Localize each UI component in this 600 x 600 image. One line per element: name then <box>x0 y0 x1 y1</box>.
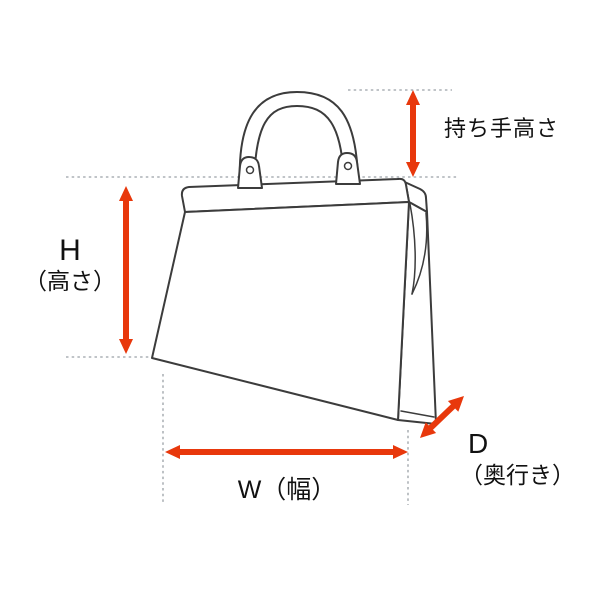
side-gusset-fold-front <box>409 203 416 295</box>
height-name-label: （高さ） <box>24 268 116 294</box>
depth-name-label: （奥行き） <box>460 462 575 488</box>
side-gusset-fold-back <box>411 212 428 295</box>
arrow-width-head-left <box>165 445 180 459</box>
base-seam <box>400 410 435 418</box>
arrow-handle-height-head-bottom <box>406 162 420 177</box>
handbag-drawing <box>151 91 437 425</box>
arrow-depth-head-upper <box>447 396 464 412</box>
arrow-width <box>165 445 408 459</box>
handle-height-label: 持ち手高さ <box>444 116 560 141</box>
arrow-height-head-top <box>119 186 133 201</box>
arrow-handle-height <box>406 90 420 177</box>
height-symbol-label: H <box>59 234 81 267</box>
handle-rivet-left <box>245 165 255 175</box>
dimension-arrows <box>119 90 464 459</box>
handle-rivet-right <box>343 161 353 171</box>
guide-lines <box>66 89 458 505</box>
arrow-height <box>119 186 133 354</box>
depth-symbol-label: D <box>468 428 489 459</box>
arrow-depth-shaft <box>427 402 457 432</box>
arrow-depth-head-lower <box>420 422 437 438</box>
arrow-handle-height-head-top <box>406 90 420 105</box>
arrow-height-head-bottom <box>119 339 133 354</box>
bag-front-panel <box>151 201 410 421</box>
arrow-depth <box>420 396 464 438</box>
arrow-width-head-right <box>393 445 408 459</box>
width-label: W（幅） <box>237 476 337 504</box>
